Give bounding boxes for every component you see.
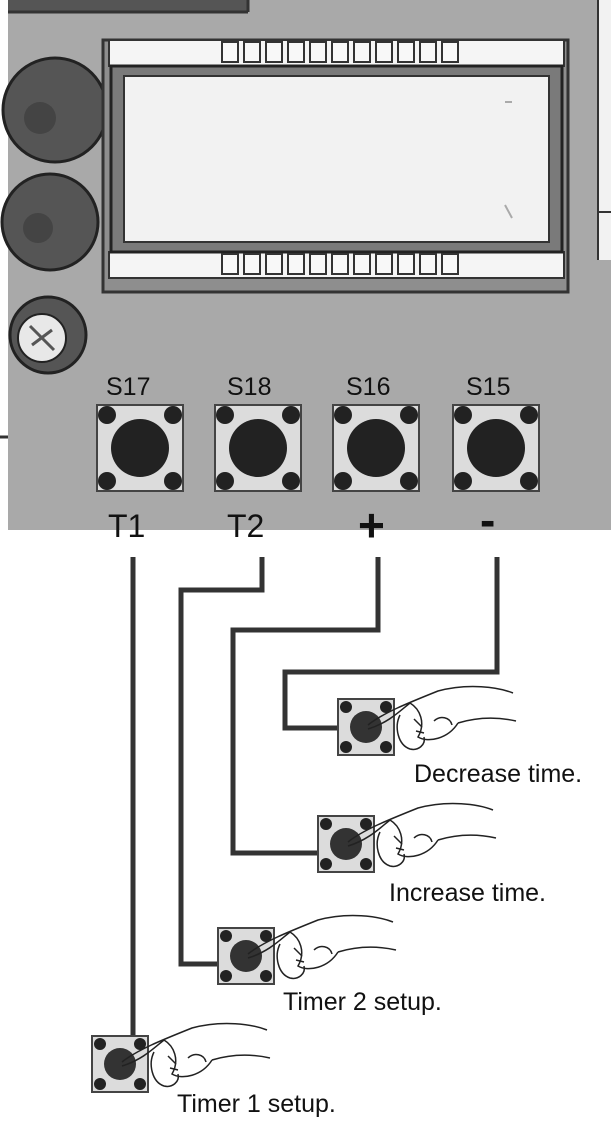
- wire-minus: [282, 557, 500, 731]
- small-component: [8, 295, 88, 375]
- lcd-pins-top: [221, 41, 459, 63]
- lcd-pin: [287, 41, 305, 63]
- lcd-pin: [397, 41, 415, 63]
- function-label-minus: -: [480, 494, 496, 546]
- lcd-pin: [243, 253, 261, 275]
- caption-decrease: Decrease time.: [414, 760, 583, 788]
- press-button-timer2: [217, 914, 397, 985]
- tactile-button-s18: [214, 404, 302, 492]
- pressed-buttons: [91, 685, 517, 1093]
- press-button-timer1: [91, 1022, 271, 1093]
- function-label-t1: T1: [108, 508, 146, 544]
- press-button-increase: [317, 802, 497, 873]
- wire-plus: [230, 557, 381, 856]
- lcd-pin: [331, 41, 349, 63]
- hand-icon: [247, 914, 397, 980]
- lcd-pin: [221, 253, 239, 275]
- wire-t2: [178, 557, 265, 967]
- caption-timer2: Timer 2 setup.: [283, 988, 442, 1016]
- press-button-decrease: [337, 685, 517, 756]
- switch-label-s18: S18: [227, 373, 272, 401]
- lcd-pin: [353, 253, 371, 275]
- switch-label-s17: S17: [106, 373, 151, 401]
- switch-label-s15: S15: [466, 373, 511, 401]
- lcd-pin: [397, 253, 415, 275]
- hand-icon: [121, 1022, 271, 1088]
- tactile-button-s16: [332, 404, 420, 492]
- lcd-pins-bottom: [221, 253, 459, 275]
- capacitor-1: [1, 56, 109, 164]
- capacitor-2: [0, 172, 100, 272]
- board-buttons: [96, 404, 540, 492]
- tactile-button-s17: [96, 404, 184, 492]
- lcd-pin: [265, 41, 283, 63]
- lcd-pin: [221, 41, 239, 63]
- lcd-pin: [419, 253, 437, 275]
- lcd-pin: [441, 253, 459, 275]
- hand-icon: [367, 685, 517, 751]
- lcd-pin: [375, 41, 393, 63]
- board-edge-panel: [597, 0, 611, 260]
- lcd-pin: [309, 41, 327, 63]
- lcd-pin: [331, 253, 349, 275]
- caption-timer1: Timer 1 setup.: [177, 1090, 336, 1118]
- lcd-pin: [265, 253, 283, 275]
- function-label-plus: +: [358, 499, 385, 551]
- lcd-screen: [123, 75, 550, 243]
- lcd-pin: [243, 41, 261, 63]
- caption-increase: Increase time.: [389, 879, 547, 907]
- tactile-button-s15: [452, 404, 540, 492]
- lcd-pin: [353, 41, 371, 63]
- lcd-pin: [419, 41, 437, 63]
- function-label-t2: T2: [227, 508, 265, 544]
- lcd-pin: [441, 41, 459, 63]
- lcd-pin: [309, 253, 327, 275]
- lcd-pin: [375, 253, 393, 275]
- wires: [130, 557, 500, 1062]
- lcd-module: [101, 38, 570, 294]
- lcd-pin: [287, 253, 305, 275]
- hand-icon: [347, 802, 497, 868]
- top-strip: [8, 0, 248, 12]
- switch-label-s16: S16: [346, 373, 391, 401]
